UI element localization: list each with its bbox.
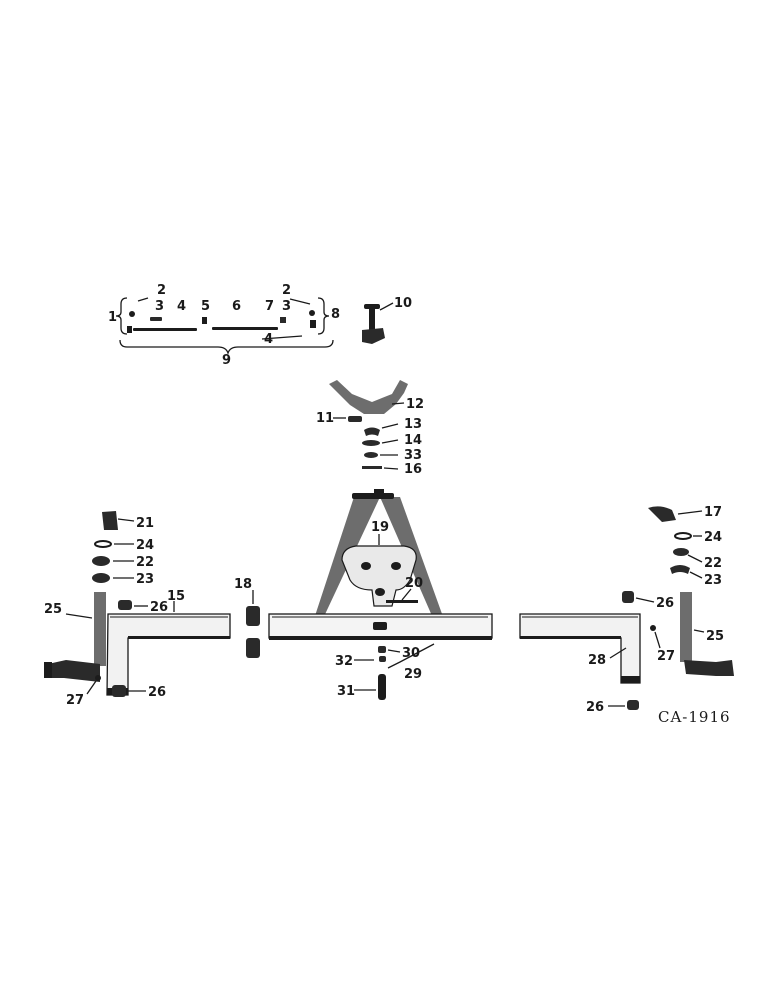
callout-3: 3 <box>282 299 291 314</box>
callout-1: 1 <box>108 310 117 325</box>
callout-9: 9 <box>222 353 231 368</box>
callout-2: 2 <box>282 283 291 298</box>
callout-25: 25 <box>44 602 62 617</box>
callout-4: 4 <box>264 332 273 347</box>
callout-28: 28 <box>588 653 606 668</box>
tie-rod-assembly <box>115 297 334 356</box>
center-pin-group <box>354 643 435 700</box>
callout-31: 31 <box>337 684 355 699</box>
callout-8: 8 <box>331 307 340 322</box>
callout-27: 27 <box>66 693 84 708</box>
callout-29: 29 <box>404 667 422 682</box>
right-spindle-group <box>608 506 734 710</box>
callout-26: 26 <box>656 596 674 611</box>
center-axle-and-frame <box>268 489 493 640</box>
part-18-bushings <box>246 590 260 658</box>
callout-13: 13 <box>404 417 422 432</box>
callout-21: 21 <box>136 516 154 531</box>
callout-20: 20 <box>405 576 423 591</box>
callout-24: 24 <box>704 530 722 545</box>
callout-19: 19 <box>371 520 389 535</box>
callout-2: 2 <box>157 283 166 298</box>
callout-30: 30 <box>402 646 420 661</box>
callout-32: 32 <box>335 654 353 669</box>
left-axle-extension <box>106 601 231 696</box>
right-axle-extension <box>519 613 641 684</box>
callout-6: 6 <box>232 299 241 314</box>
part-10-bracket <box>362 302 394 344</box>
drawing-code: CA-1916 <box>658 708 731 726</box>
callout-22: 22 <box>704 556 722 571</box>
callout-23: 23 <box>136 572 154 587</box>
hardware-stack <box>333 416 399 470</box>
part-12-bracket <box>329 380 408 414</box>
callout-labels: 1 2 2 3 3 4 4 5 6 7 8 9 10 11 12 13 14 3… <box>44 283 731 726</box>
callout-4: 4 <box>177 299 186 314</box>
callout-22: 22 <box>136 555 154 570</box>
callout-33: 33 <box>404 448 422 463</box>
callout-7: 7 <box>265 299 274 314</box>
callout-17: 17 <box>704 505 722 520</box>
callout-3: 3 <box>155 299 164 314</box>
callout-26: 26 <box>150 600 168 615</box>
callout-18: 18 <box>234 577 252 592</box>
callout-11: 11 <box>316 411 334 426</box>
callout-5: 5 <box>201 299 210 314</box>
callout-26: 26 <box>148 685 166 700</box>
callout-27: 27 <box>657 649 675 664</box>
callout-23: 23 <box>704 573 722 588</box>
callout-12: 12 <box>406 397 424 412</box>
callout-15: 15 <box>167 589 185 604</box>
callout-10: 10 <box>394 296 412 311</box>
callout-26: 26 <box>586 700 604 715</box>
left-spindle-group <box>44 511 148 697</box>
callout-24: 24 <box>136 538 154 553</box>
callout-16: 16 <box>404 462 422 477</box>
callout-25: 25 <box>706 629 724 644</box>
callout-14: 14 <box>404 433 422 448</box>
